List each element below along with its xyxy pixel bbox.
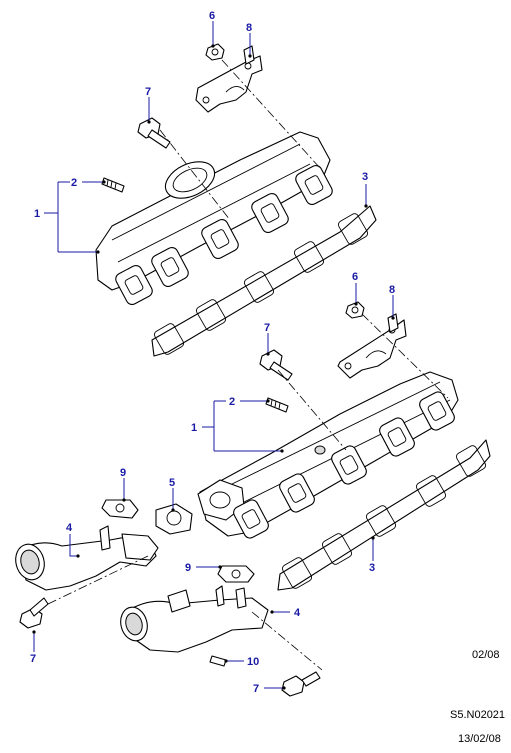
callout-4: 4: [66, 522, 73, 534]
stud-10: [209, 655, 227, 667]
exhaust-downpipe-lower: [120, 585, 269, 653]
bolt-left: [19, 597, 49, 629]
drawing-date: 13/02/08: [458, 733, 501, 745]
exhaust-manifold-lower: [197, 371, 459, 539]
callout-5: 5: [169, 477, 175, 489]
callout-1: 1: [191, 422, 197, 434]
stud-2-upper: [101, 177, 125, 193]
callout-6: 6: [352, 271, 358, 283]
alignment-line: [221, 59, 321, 169]
exhaust-downpipe-upper: [15, 525, 159, 591]
callout-3: 3: [369, 562, 375, 574]
callout-8: 8: [389, 284, 395, 296]
heat-shield-bracket-upper: [195, 55, 263, 113]
callout-7: 7: [253, 683, 259, 695]
callout-7: 7: [30, 653, 36, 665]
callout-7: 7: [264, 322, 270, 334]
callout-7: 7: [145, 86, 151, 98]
callout-9: 9: [185, 562, 191, 574]
drawing-number: S5.N02021: [450, 709, 506, 721]
small-gasket-9-lower: [217, 565, 255, 583]
callout-3: 3: [362, 171, 368, 183]
callout-6: 6: [209, 10, 215, 22]
alignment-line: [47, 555, 149, 605]
revision-label: 02/08: [472, 649, 500, 661]
callout-9: 9: [120, 467, 126, 479]
callout-4: 4: [294, 607, 301, 619]
callout-1: 1: [34, 208, 40, 220]
nut-lower: [345, 301, 365, 319]
bolt-lower: [259, 349, 293, 381]
alignment-line: [251, 611, 323, 671]
stud-2-lower: [265, 397, 289, 413]
manifold-gasket-lower: [277, 439, 491, 591]
exhaust-manifold-upper: [95, 131, 333, 306]
flange-gasket-5: [155, 503, 193, 535]
alignment-line: [277, 369, 347, 451]
callout-2: 2: [229, 396, 235, 408]
callout-10: 10: [247, 656, 259, 668]
small-gasket-9-upper: [101, 499, 139, 519]
nut-upper: [205, 43, 225, 61]
manifold-gasket-upper: [151, 205, 377, 357]
bolt-bottom: [281, 671, 321, 697]
callout-8: 8: [246, 22, 252, 34]
alignment-line: [159, 129, 231, 221]
callout-2: 2: [71, 177, 77, 189]
bolt-upper: [137, 117, 171, 149]
alignment-line: [361, 313, 449, 399]
